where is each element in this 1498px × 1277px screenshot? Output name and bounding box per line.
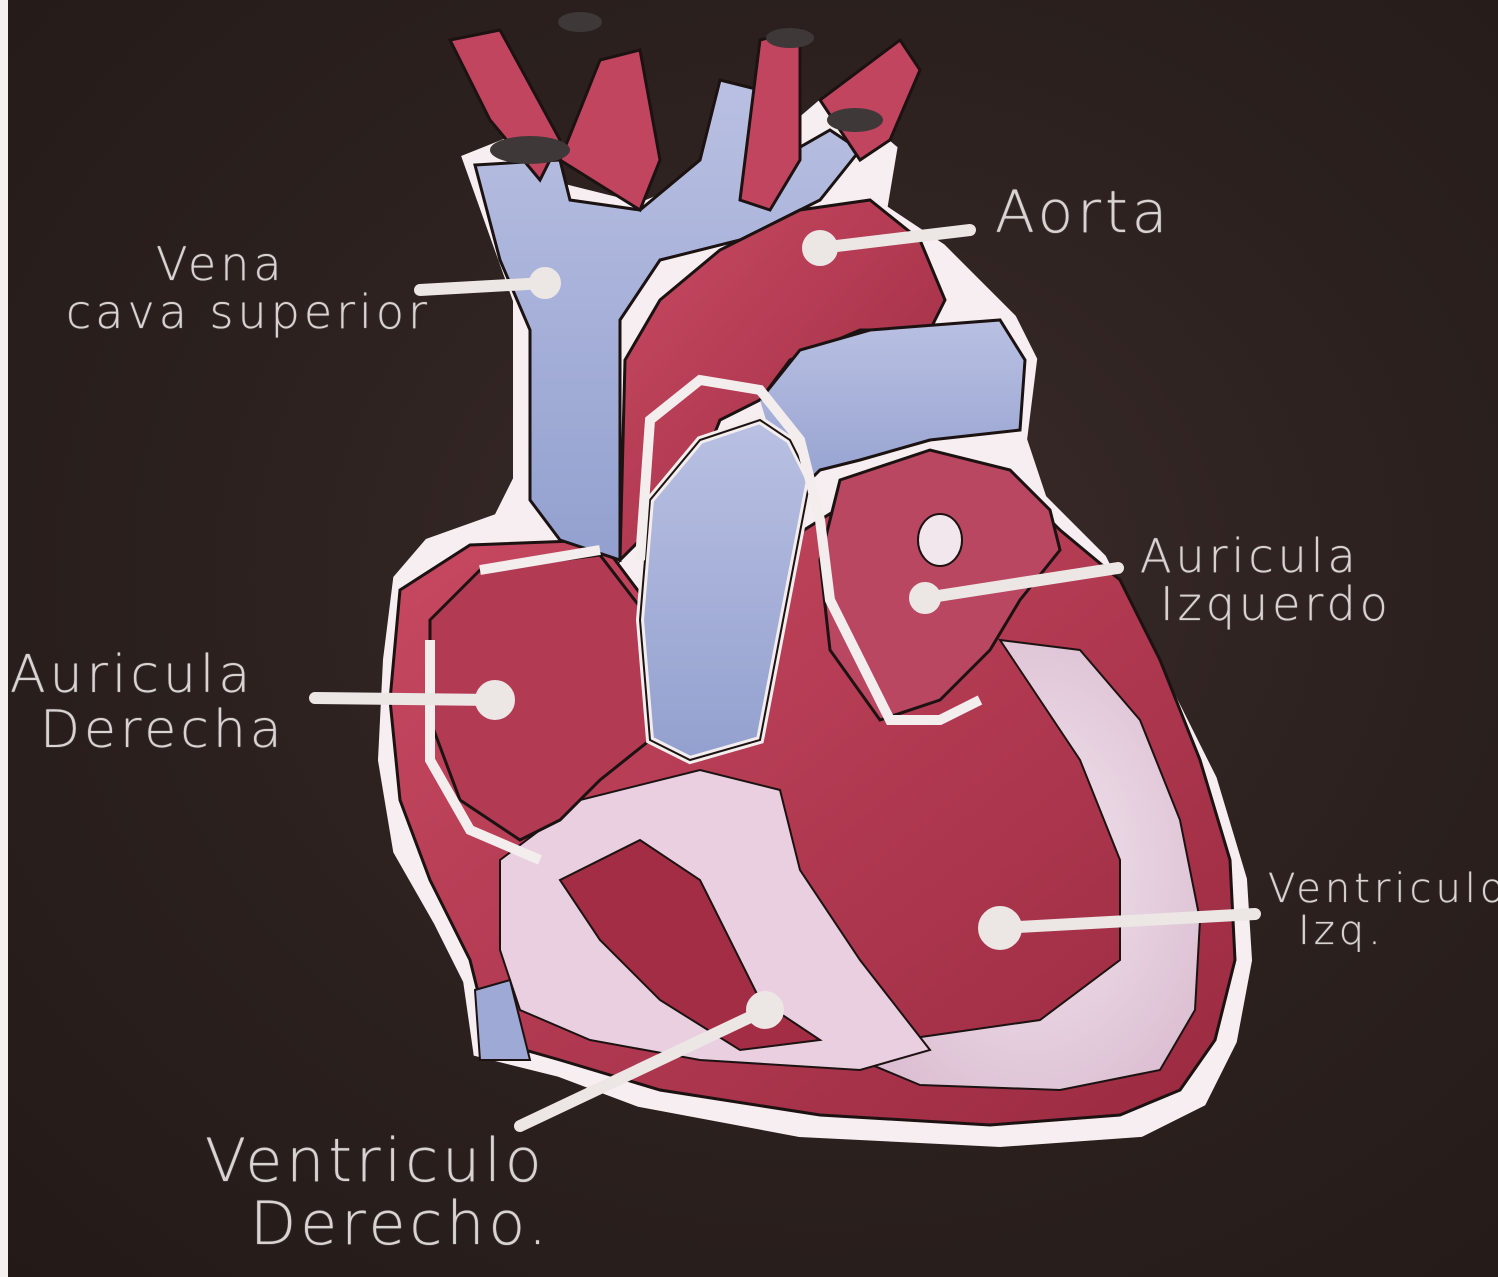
pointer-dot-aorta: [808, 236, 832, 260]
brachiocephalic-artery: [560, 50, 660, 210]
label-aorta-text: Aorta: [995, 182, 1171, 243]
pointer-dot-ventriculo-der: [752, 997, 778, 1023]
pointer-dot-auricula-der: [481, 686, 509, 714]
label-ventriculo-izq-line1: Ventriculo: [1268, 868, 1498, 910]
label-auricula-der-line2: Derecha: [10, 703, 286, 758]
pointer-line-auricula-der: [315, 698, 495, 700]
label-ventriculo-der-line1: Ventriculo: [205, 1130, 551, 1193]
pulmonary-vein-opening: [918, 514, 962, 566]
pointer-dot-vena-cava: [535, 273, 555, 293]
vessel-opening: [827, 108, 883, 132]
label-aorta: Aorta: [995, 182, 1171, 243]
pointer-dot-ventriculo-izq: [984, 912, 1016, 944]
vessel-opening: [766, 28, 814, 48]
label-auricula-izquierda: Auricula Izquerdo: [1140, 532, 1392, 629]
pointer-dot-auricula-izq: [915, 588, 935, 608]
label-ventriculo-der-line2: Derecho.: [205, 1193, 551, 1256]
label-ventriculo-izquierdo: Ventriculo Izq.: [1268, 868, 1498, 952]
label-auricula-derecha: Auricula Derecha: [10, 648, 286, 757]
label-vena-cava: Vena cava superior: [66, 240, 431, 337]
label-auricula-der-line1: Auricula: [10, 648, 286, 703]
label-vena-cava-line1: Vena: [66, 240, 431, 288]
pointer-line-vena-cava: [420, 283, 545, 290]
label-vena-cava-line2: cava superior: [66, 288, 431, 336]
label-ventriculo-derecho: Ventriculo Derecho.: [205, 1130, 551, 1256]
vessel-opening: [490, 136, 570, 164]
label-auricula-izq-line2: Izquerdo: [1140, 580, 1392, 628]
vessel-opening: [558, 12, 602, 32]
label-auricula-izq-line1: Auricula: [1140, 532, 1392, 580]
label-ventriculo-izq-line2: Izq.: [1268, 910, 1498, 952]
